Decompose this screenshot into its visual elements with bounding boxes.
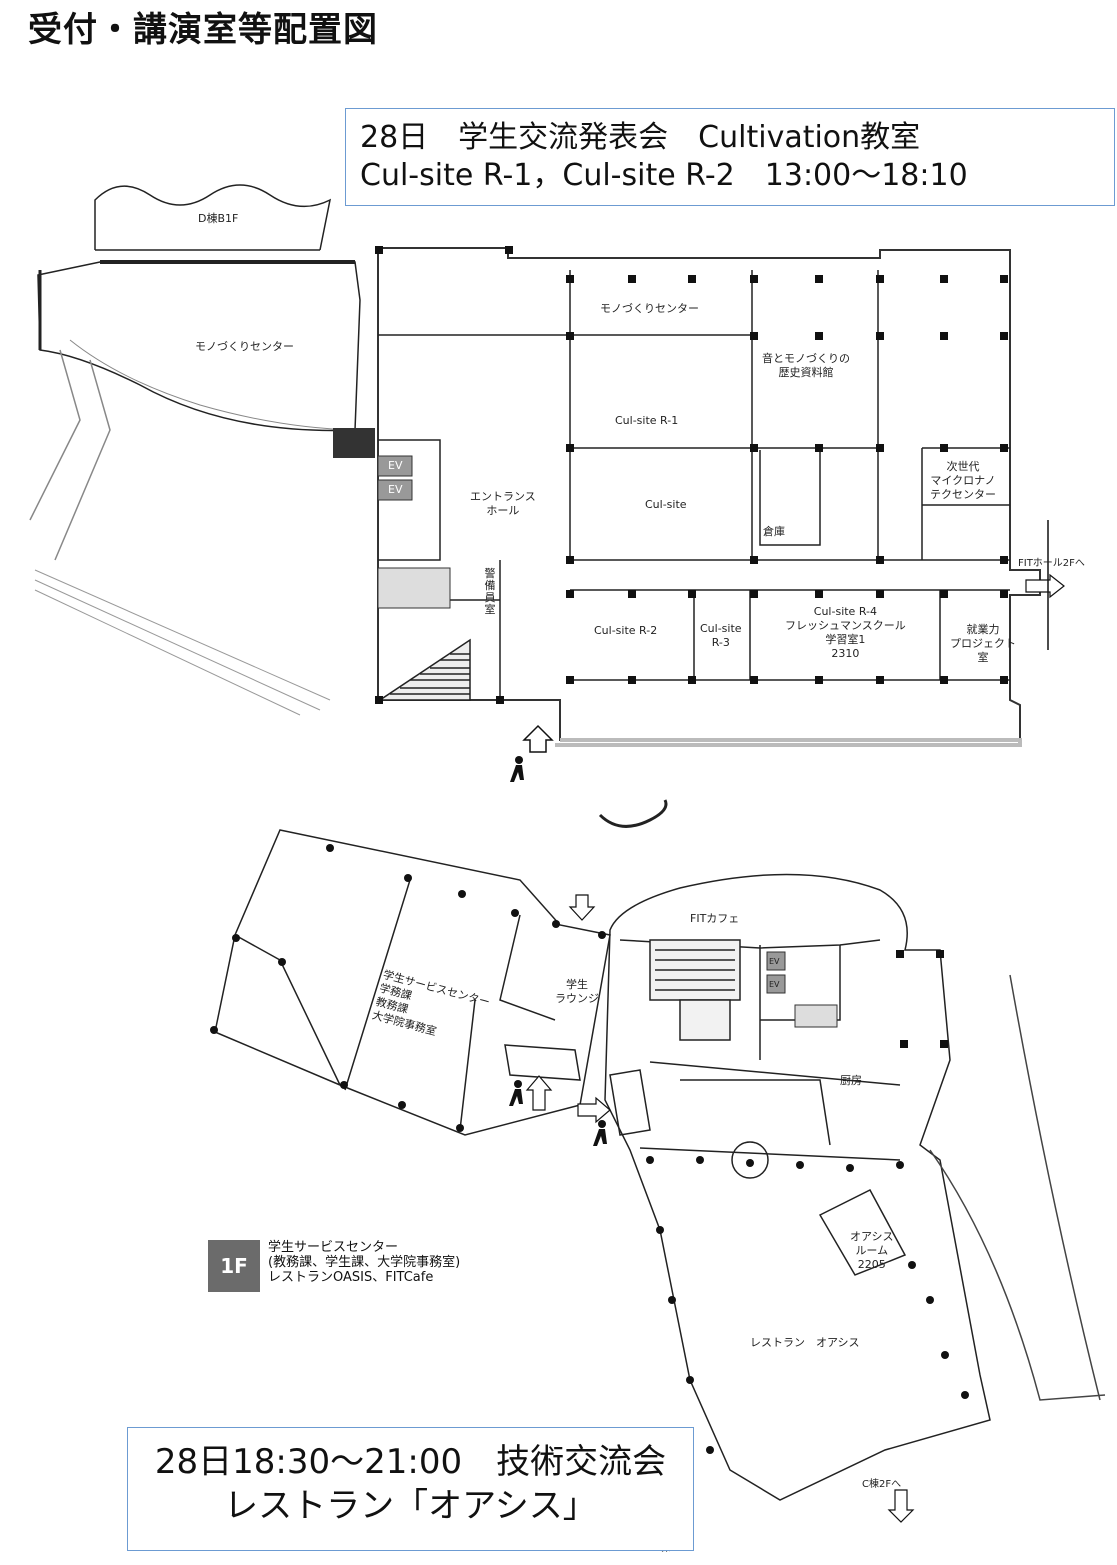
label-guard-room: 警備員室 bbox=[484, 567, 496, 616]
up-arrow-icon bbox=[525, 1075, 553, 1111]
service-center-outline bbox=[214, 829, 611, 1136]
label-kitchen: 厨房 bbox=[840, 1074, 862, 1087]
callout-bottom-line2: レストラン「オアシス」 bbox=[224, 1486, 597, 1526]
label-ev-1: EV bbox=[388, 459, 403, 472]
label-fit-hall: FITホール2Fへ bbox=[1018, 558, 1085, 569]
label-oasis-room: オアシス ルーム 2205 bbox=[850, 1230, 894, 1271]
page-title: 受付・講演室等配置図 bbox=[28, 10, 378, 50]
c-bldg-arrow-icon bbox=[887, 1489, 915, 1523]
callout-bottom-line1: 28日18:30～21:00 技術交流会 bbox=[154, 1442, 667, 1482]
label-room-r3: Cul-site R-3 bbox=[700, 622, 742, 649]
entrance-arrow-icon bbox=[522, 724, 554, 753]
label-ev-bottom-2: EV bbox=[769, 980, 780, 989]
label-music-history: 音とモノづくりの 歴史資料館 bbox=[762, 352, 850, 379]
walking-person-icon bbox=[510, 756, 524, 782]
fit-hall-arrow-icon bbox=[1025, 573, 1065, 599]
label-student-lounge: 学生 ラウンジ bbox=[555, 978, 599, 1005]
main-building-outline bbox=[377, 247, 1041, 741]
label-restaurant: レストラン オアシス bbox=[750, 1336, 860, 1349]
label-ev-bottom-1: EV bbox=[769, 957, 780, 966]
restaurant-outline bbox=[604, 873, 991, 1501]
label-monozukuri-top: モノづくりセンター bbox=[600, 302, 699, 315]
label-room-culsite: Cul-site bbox=[645, 498, 687, 511]
walking-person-icon bbox=[509, 1080, 607, 1146]
floor-legend: 1F 学生サービスセンター (教務課、学生課、大学院事務室) レストランOASI… bbox=[208, 1240, 460, 1292]
label-room-r1: Cul-site R-1 bbox=[615, 414, 679, 427]
callout-top-line2: Cul-site R-1，Cul-site R-2 13:00～18:10 bbox=[360, 158, 968, 193]
session-callout-top: 28日 学生交流発表会 Cultivation教室 Cul-site R-1，C… bbox=[345, 108, 1115, 206]
floor-badge: 1F bbox=[208, 1240, 260, 1292]
label-fit-cafe: FITカフェ bbox=[690, 912, 740, 925]
label-room-r2: Cul-site R-2 bbox=[594, 624, 658, 637]
label-room-r4: Cul-site R-4 フレッシュマンスクール 学習室1 2310 bbox=[785, 605, 906, 660]
label-monozukuri-left: モノづくりセンター bbox=[195, 340, 294, 353]
label-d-building: D棟B1F bbox=[198, 212, 239, 225]
label-employment-room: 就業力 プロジェクト 室 bbox=[950, 623, 1016, 664]
label-storage: 倉庫 bbox=[763, 525, 785, 538]
down-arrow-icon bbox=[568, 894, 596, 921]
label-nano-center: 次世代 マイクロナノ テクセンター bbox=[930, 460, 996, 501]
label-c-building: C棟2Fへ bbox=[862, 1479, 902, 1490]
label-entrance-hall: エントランス ホール bbox=[470, 490, 536, 517]
label-ev-2: EV bbox=[388, 483, 403, 496]
callout-top-line1: 28日 学生交流発表会 Cultivation教室 bbox=[360, 120, 921, 155]
d-building-outline bbox=[94, 184, 332, 251]
session-callout-bottom: 28日18:30～21:00 技術交流会 レストラン「オアシス」 bbox=[127, 1427, 694, 1551]
right-arrow-icon bbox=[577, 1096, 611, 1124]
legend-text: 学生サービスセンター (教務課、学生課、大学院事務室) レストランOASIS、F… bbox=[268, 1240, 461, 1285]
